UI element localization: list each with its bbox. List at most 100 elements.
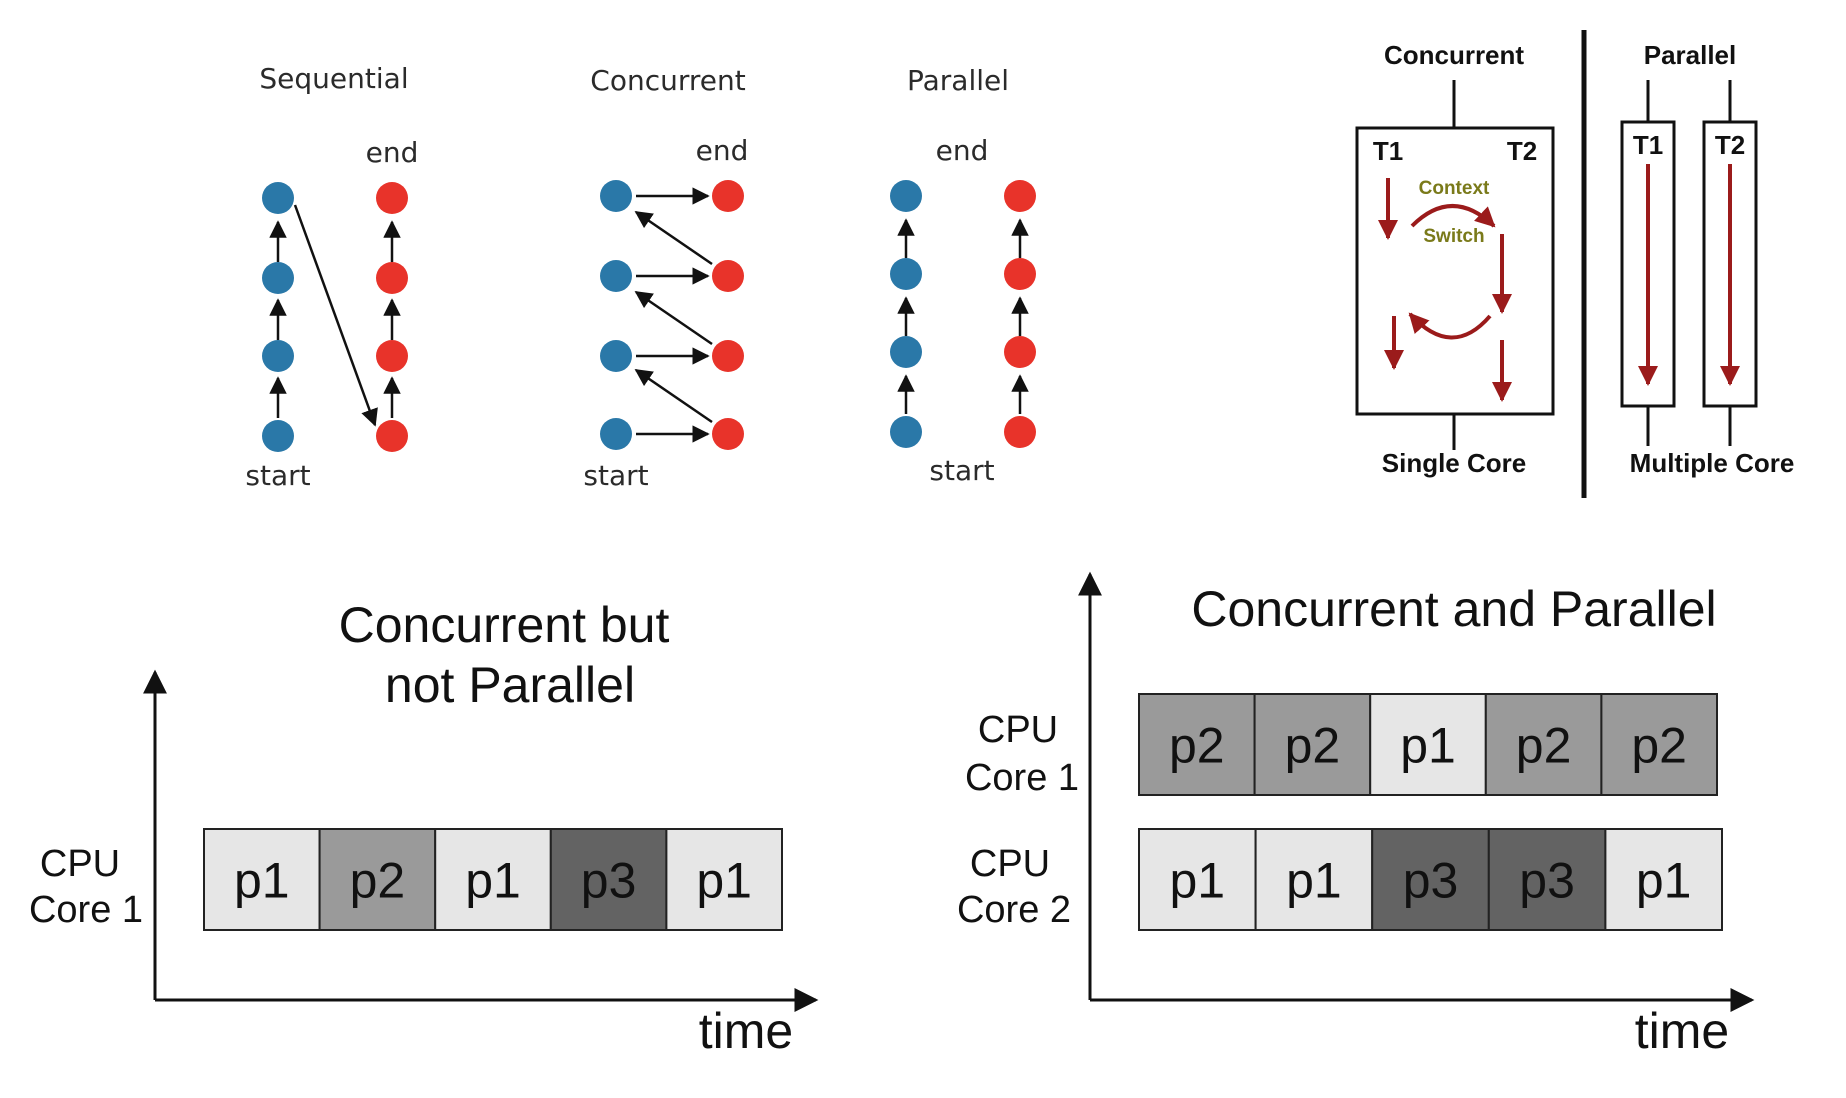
process-block	[318, 828, 437, 931]
conc-arrow-back-3	[634, 368, 713, 424]
seq-red-node	[376, 340, 408, 372]
par-blue-node	[890, 180, 922, 212]
process-label: p2	[1631, 718, 1687, 774]
sequential-start-label: start	[245, 459, 310, 492]
multiple-core-parallel-title: Parallel	[1644, 40, 1737, 70]
conc-blue-node	[600, 418, 632, 450]
seq-blue-node	[262, 182, 294, 214]
panel-concurrent-and-parallel: Concurrent and Parallel CPU Core 1 CPU C…	[957, 571, 1755, 1059]
process-block	[1484, 693, 1603, 796]
par-red-node	[1004, 416, 1036, 448]
process-block	[1600, 693, 1719, 796]
conc-arrow-back-1	[634, 210, 713, 266]
process-block	[1254, 828, 1374, 931]
process-label: p1	[465, 853, 521, 909]
panel-d-core2-label-line2: Core 2	[957, 889, 1071, 931]
sequential-arrows	[269, 204, 401, 427]
single-core-t1-label: T1	[1373, 136, 1403, 166]
panel-c-title-line2: not Parallel	[385, 657, 635, 713]
conc-blue-node	[600, 180, 632, 212]
panel-d-time-label: time	[1635, 1003, 1729, 1059]
process-block	[1369, 693, 1487, 796]
parallel-nodes	[890, 180, 1036, 448]
single-core-label: Single Core	[1382, 448, 1526, 478]
par-red-node	[1004, 258, 1036, 290]
switch-label: Switch	[1423, 226, 1484, 247]
seq-red-node	[376, 182, 408, 214]
sequential-end-label: end	[366, 136, 419, 169]
conc-blue-node	[600, 260, 632, 292]
single-core-box	[1355, 126, 1555, 416]
context-label: Context	[1419, 178, 1490, 199]
conc-red-node	[712, 418, 744, 450]
panel-sequential-concurrent-parallel: Sequential end start Concurrent end star…	[245, 62, 1036, 492]
process-label: p2	[1516, 718, 1572, 774]
process-label: p3	[1519, 853, 1575, 909]
single-core-arrows	[1378, 178, 1512, 402]
conc-arrow-back-2	[634, 290, 713, 346]
par-blue-node	[890, 336, 922, 368]
process-label: p1	[1636, 853, 1692, 909]
seq-blue-node	[262, 262, 294, 294]
parallel-arrows	[897, 218, 1029, 414]
panel-c-cpu-label-line2: Core 1	[29, 889, 143, 931]
context-switch-arrow-2	[1408, 312, 1492, 340]
conc-red-node	[712, 340, 744, 372]
par-blue-node	[890, 416, 922, 448]
panel-c-time-label: time	[699, 1003, 793, 1059]
seq-blue-node	[262, 340, 294, 372]
process-block	[434, 828, 552, 931]
process-block	[1138, 828, 1257, 931]
process-block	[549, 828, 668, 931]
panel-single-multiple-core: Concurrent T1 T2 Context Switch Single C…	[1355, 30, 1795, 498]
concurrent-end-label: end	[696, 134, 749, 167]
process-label: p1	[234, 853, 290, 909]
panel-d-core2-timeline: p1 p1 p3 p3 p1	[1138, 828, 1724, 931]
seq-diagonal-arrow	[293, 204, 378, 427]
process-label: p3	[1403, 853, 1459, 909]
single-core-concurrent-title: Concurrent	[1384, 40, 1524, 70]
panel-d-core1-label-line2: Core 1	[965, 757, 1079, 799]
context-switch-arrow-1	[1410, 204, 1496, 228]
seq-red-node	[376, 420, 408, 452]
conc-red-node	[712, 260, 744, 292]
process-block	[665, 828, 784, 931]
process-label: p1	[1286, 853, 1342, 909]
conc-blue-node	[600, 340, 632, 372]
panel-d-title: Concurrent and Parallel	[1191, 581, 1716, 637]
sequential-nodes	[262, 182, 408, 452]
panel-d-core1-timeline: p2 p2 p1 p2 p2	[1138, 693, 1719, 796]
panel-c-cpu-label-line1: CPU	[40, 843, 120, 885]
process-label: p2	[350, 853, 406, 909]
parallel-title: Parallel	[907, 64, 1009, 97]
process-block	[1604, 828, 1724, 931]
process-label: p3	[581, 853, 637, 909]
process-block	[1253, 693, 1372, 796]
panel-c-title-line1: Concurrent but	[339, 597, 670, 653]
panel-concurrent-not-parallel: Concurrent but not Parallel CPU Core 1 t…	[29, 597, 819, 1059]
panel-d-core1-label-line1: CPU	[978, 709, 1058, 751]
sequential-title: Sequential	[259, 62, 408, 95]
concurrent-title: Concurrent	[590, 64, 745, 97]
panel-d-core2-label-line1: CPU	[970, 843, 1050, 885]
multi-core-t1-label: T1	[1633, 130, 1663, 160]
par-blue-node	[890, 258, 922, 290]
concurrent-arrows	[634, 187, 713, 443]
seq-blue-node	[262, 420, 294, 452]
single-core-t2-label: T2	[1507, 136, 1537, 166]
process-label: p1	[1400, 718, 1456, 774]
seq-red-node	[376, 262, 408, 294]
multiple-core-label: Multiple Core	[1630, 448, 1795, 478]
concurrent-start-label: start	[583, 459, 648, 492]
concurrent-nodes	[600, 180, 744, 450]
multi-core-t2-label: T2	[1715, 130, 1745, 160]
conc-red-node	[712, 180, 744, 212]
process-label: p2	[1169, 718, 1225, 774]
process-label: p2	[1285, 718, 1341, 774]
parallel-start-label: start	[929, 454, 994, 487]
process-label: p1	[1169, 853, 1225, 909]
par-red-node	[1004, 336, 1036, 368]
process-block	[1138, 693, 1256, 796]
